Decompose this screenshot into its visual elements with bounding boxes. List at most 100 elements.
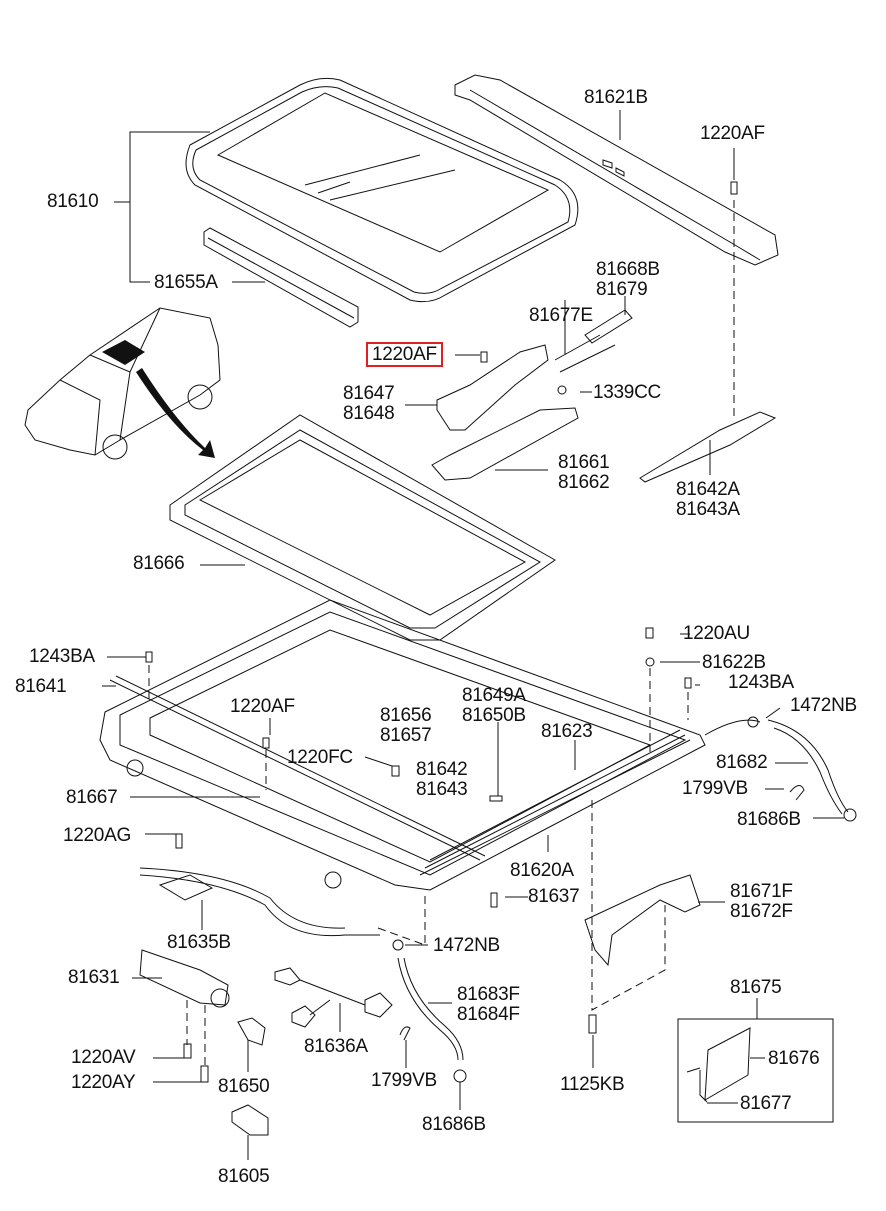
part-label-1220AV[interactable]: 1220AV [71,1047,136,1068]
part-label-81666[interactable]: 81666 [133,553,185,574]
dashed-line [186,1000,206,1065]
deflector-frame [169,414,556,641]
leaders-motor [153,1057,201,1083]
seal-strip [203,227,359,328]
part-label-81677E[interactable]: 81677E [529,305,593,326]
screw-icon [175,833,183,849]
screw-icon [262,737,270,749]
part-label-1220AU[interactable]: 1220AU [683,623,750,644]
leaders-mech [405,296,626,406]
clip-icon [489,795,503,802]
cap-icon [843,808,857,822]
part-label-81636A[interactable]: 81636A [304,1036,368,1057]
bushing-icon [237,1017,266,1046]
part-label-81622B[interactable]: 81622B [702,652,766,673]
mechanism-bracket [436,309,633,431]
drain-hose [767,719,849,813]
part-label-81667[interactable]: 81667 [66,787,118,808]
part-label-81655A[interactable]: 81655A [154,272,218,293]
part-label-81641[interactable]: 81641 [15,676,67,697]
screw-icon [684,677,692,689]
drain-tube [704,719,761,736]
dashed-line [591,800,666,1011]
part-label-81610[interactable]: 81610 [47,191,99,212]
part-label-81605[interactable]: 81605 [218,1166,270,1187]
support-bracket [584,874,701,967]
drain-hose-front [397,957,459,1061]
part-label-81650[interactable]: 81650 [218,1076,270,1097]
glass-panel [185,77,579,303]
screw-icon [730,181,738,195]
main-frame [99,599,706,891]
part-label-81635B[interactable]: 81635B [167,932,231,953]
leader-81610 [114,131,265,283]
front-rail [454,74,779,266]
leaders-hose-right [765,707,844,819]
switch-icon [231,1104,269,1136]
part-label-1243BA-left[interactable]: 1243BA [29,646,95,667]
cap-icon [453,1069,467,1083]
part-label-1220AF-mid[interactable]: 1220AF [230,696,295,717]
guide-plate [431,407,579,481]
part-label-81676[interactable]: 81676 [768,1048,820,1069]
clamp-icon [392,939,404,951]
part-label-81677[interactable]: 81677 [740,1093,792,1114]
dashed-line [377,895,426,946]
part-label-1220AF-highlighted[interactable]: 1220AF [366,342,443,367]
sunshade-icon [704,1027,751,1101]
inset-box [677,1018,834,1123]
screw-icon [145,651,153,663]
screw-icon [200,1065,209,1083]
clip-icon [789,785,805,801]
side-rail [639,411,777,483]
car-illustration [24,307,221,460]
drive-cable [139,874,380,937]
rod-icon [686,1067,708,1103]
part-label-81637[interactable]: 81637 [528,886,580,907]
part-label-1220AF-top[interactable]: 1220AF [700,123,765,144]
part-label-1472NB-bottom[interactable]: 1472NB [433,935,500,956]
wiring-harness [274,967,393,1028]
part-label-1125KB[interactable]: 1125KB [560,1074,625,1095]
bolt-icon [588,1014,597,1034]
part-label-1220AY[interactable]: 1220AY [71,1072,136,1093]
part-label-81686B-bottom[interactable]: 81686B [422,1114,486,1135]
part-label-1220AG[interactable]: 1220AG [63,825,131,846]
part-label-81623[interactable]: 81623 [541,721,593,742]
part-label-81686B-right[interactable]: 81686B [737,809,801,830]
screw-icon [645,627,654,639]
part-label-81621B[interactable]: 81621B [584,87,648,108]
part-label-1472NB-right[interactable]: 1472NB [790,695,857,716]
screw-icon [183,1043,192,1059]
clamp-icon [747,716,759,728]
part-label-1799VB-bottom[interactable]: 1799VB [371,1070,437,1091]
part-label-81682[interactable]: 81682 [716,752,768,773]
washer-icon [645,657,655,667]
part-label-1799VB-right[interactable]: 1799VB [682,778,748,799]
part-label-1339CC[interactable]: 1339CC [593,382,661,403]
clip-icon [399,1026,411,1041]
screw-icon [480,351,488,363]
leaders-inset [707,1057,765,1104]
sunroof-motor [139,949,230,1008]
part-label-81675[interactable]: 81675 [730,977,782,998]
part-label-81620A[interactable]: 81620A [510,860,574,881]
screw-icon [490,892,498,908]
clip-icon [391,765,400,777]
arrow-icon [136,368,215,458]
part-label-1243BA-right[interactable]: 1243BA [728,672,794,693]
leaders-frame [102,633,700,898]
sunroof-highlight [102,340,145,365]
part-label-1220FC[interactable]: 1220FC [287,747,353,768]
part-label-81631[interactable]: 81631 [68,967,120,988]
